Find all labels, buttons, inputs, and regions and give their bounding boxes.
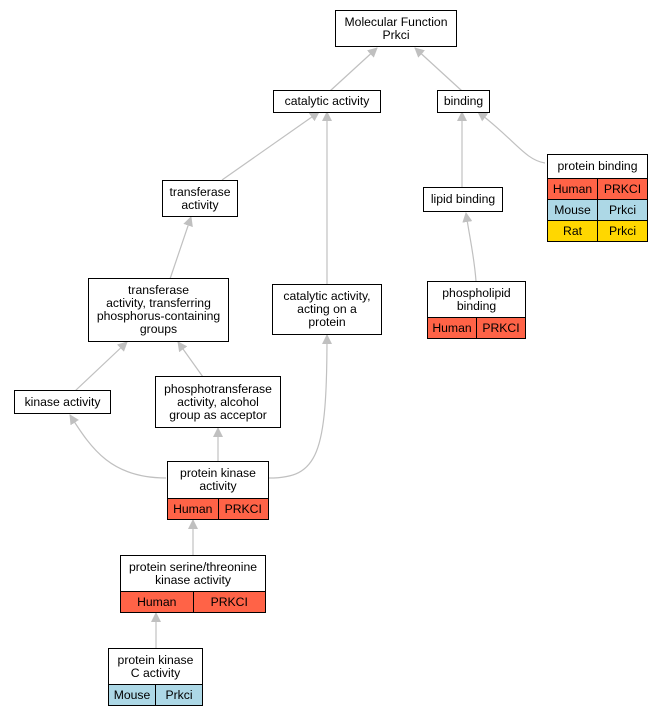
- node-label-line: protein: [308, 315, 346, 329]
- gene-cell: PRKCI: [192, 592, 266, 612]
- species-cell: Human: [552, 182, 593, 196]
- edge-phospholipid-to-lipid: [462, 212, 477, 282]
- node-binding: binding: [437, 90, 490, 113]
- edge-transferase-p-to-transferase: [169, 216, 193, 280]
- node-catalytic-activity: catalytic activity: [273, 90, 381, 113]
- edge-pka-to-catalytic-protein: [268, 334, 332, 479]
- species-cell: Human: [432, 321, 472, 335]
- node-label-line: groups: [139, 322, 178, 336]
- node-label-line: phospholipid: [442, 285, 511, 300]
- edge-phosphotransferase-to-transferase-p: [177, 341, 204, 378]
- species-row: Human PRKCI: [428, 317, 525, 338]
- node-lipid-binding: lipid binding: [423, 187, 503, 212]
- species-row: Human PRKCI: [121, 591, 265, 612]
- node-label-line: binding: [443, 94, 484, 108]
- node-kinase-activity: kinase activity: [14, 390, 111, 414]
- node-label-line: acting on a: [297, 302, 357, 316]
- gene-cell: Prkci: [597, 221, 647, 241]
- node-label-line: protein serine/threonine: [128, 559, 258, 574]
- node-label-line: catalytic activity: [284, 94, 370, 108]
- node-label-line: binding: [456, 298, 497, 313]
- node-label: catalytic activity: [274, 91, 380, 112]
- node-label-line: Prkci: [382, 27, 410, 42]
- species-row: Human PRKCI: [548, 178, 647, 199]
- node-label-line: activity: [181, 197, 219, 212]
- node-label-line: kinase activity: [155, 572, 231, 587]
- species-row: Mouse Prkci: [548, 199, 647, 220]
- gene-cell: Prkci: [155, 685, 202, 705]
- species-row: Human PRKCI: [168, 498, 268, 519]
- edge-pka-to-kinase: [69, 414, 167, 479]
- node-label: kinase activity: [15, 391, 110, 413]
- edge-binding-to-mf: [414, 47, 463, 92]
- node-label: protein binding: [548, 155, 647, 178]
- species-cell: Mouse: [554, 203, 591, 217]
- node-label-line: Molecular Function: [344, 14, 448, 29]
- edge-transferase-to-catalytic: [221, 111, 320, 181]
- node-label-line: catalytic activity,: [283, 289, 371, 303]
- node-label-line: protein binding: [557, 159, 638, 173]
- edge-protein-binding-to-binding: [477, 111, 546, 164]
- node-label-line: transferase: [128, 283, 189, 297]
- node-label-line: C activity: [130, 665, 181, 680]
- node-label-line: activity, transferring: [106, 296, 211, 310]
- node-label-line: activity: [199, 479, 237, 493]
- edge-catalytic-to-mf: [329, 47, 378, 92]
- edge-kinase-to-transferase-p: [74, 341, 128, 392]
- node-label-line: activity, alcohol: [177, 394, 259, 409]
- gene-cell: PRKCI: [217, 499, 269, 519]
- node-label-line: kinase activity: [24, 394, 101, 409]
- node-label-line: group as acceptor: [169, 407, 267, 422]
- node-label-line: protein kinase: [180, 466, 256, 480]
- species-cell: Human: [137, 595, 177, 609]
- node-label: lipid binding: [424, 188, 502, 211]
- gene-cell: Prkci: [597, 200, 647, 220]
- species-cell: Rat: [563, 224, 582, 238]
- node-label-line: transferase: [169, 184, 231, 199]
- species-row: Rat Prkci: [548, 220, 647, 241]
- node-label-line: protein kinase: [117, 652, 194, 667]
- gene-cell: PRKCI: [476, 318, 525, 338]
- node-label-line: phosphorus-containing: [96, 309, 221, 323]
- gene-cell: PRKCI: [597, 179, 647, 199]
- species-row: Mouse Prkci: [109, 684, 202, 705]
- node-label-line: lipid binding: [430, 192, 496, 206]
- species-cell: Human: [173, 502, 213, 516]
- node-label-line: phosphotransferase: [164, 381, 272, 396]
- node-label: binding: [438, 91, 489, 112]
- species-cell: Mouse: [113, 688, 151, 702]
